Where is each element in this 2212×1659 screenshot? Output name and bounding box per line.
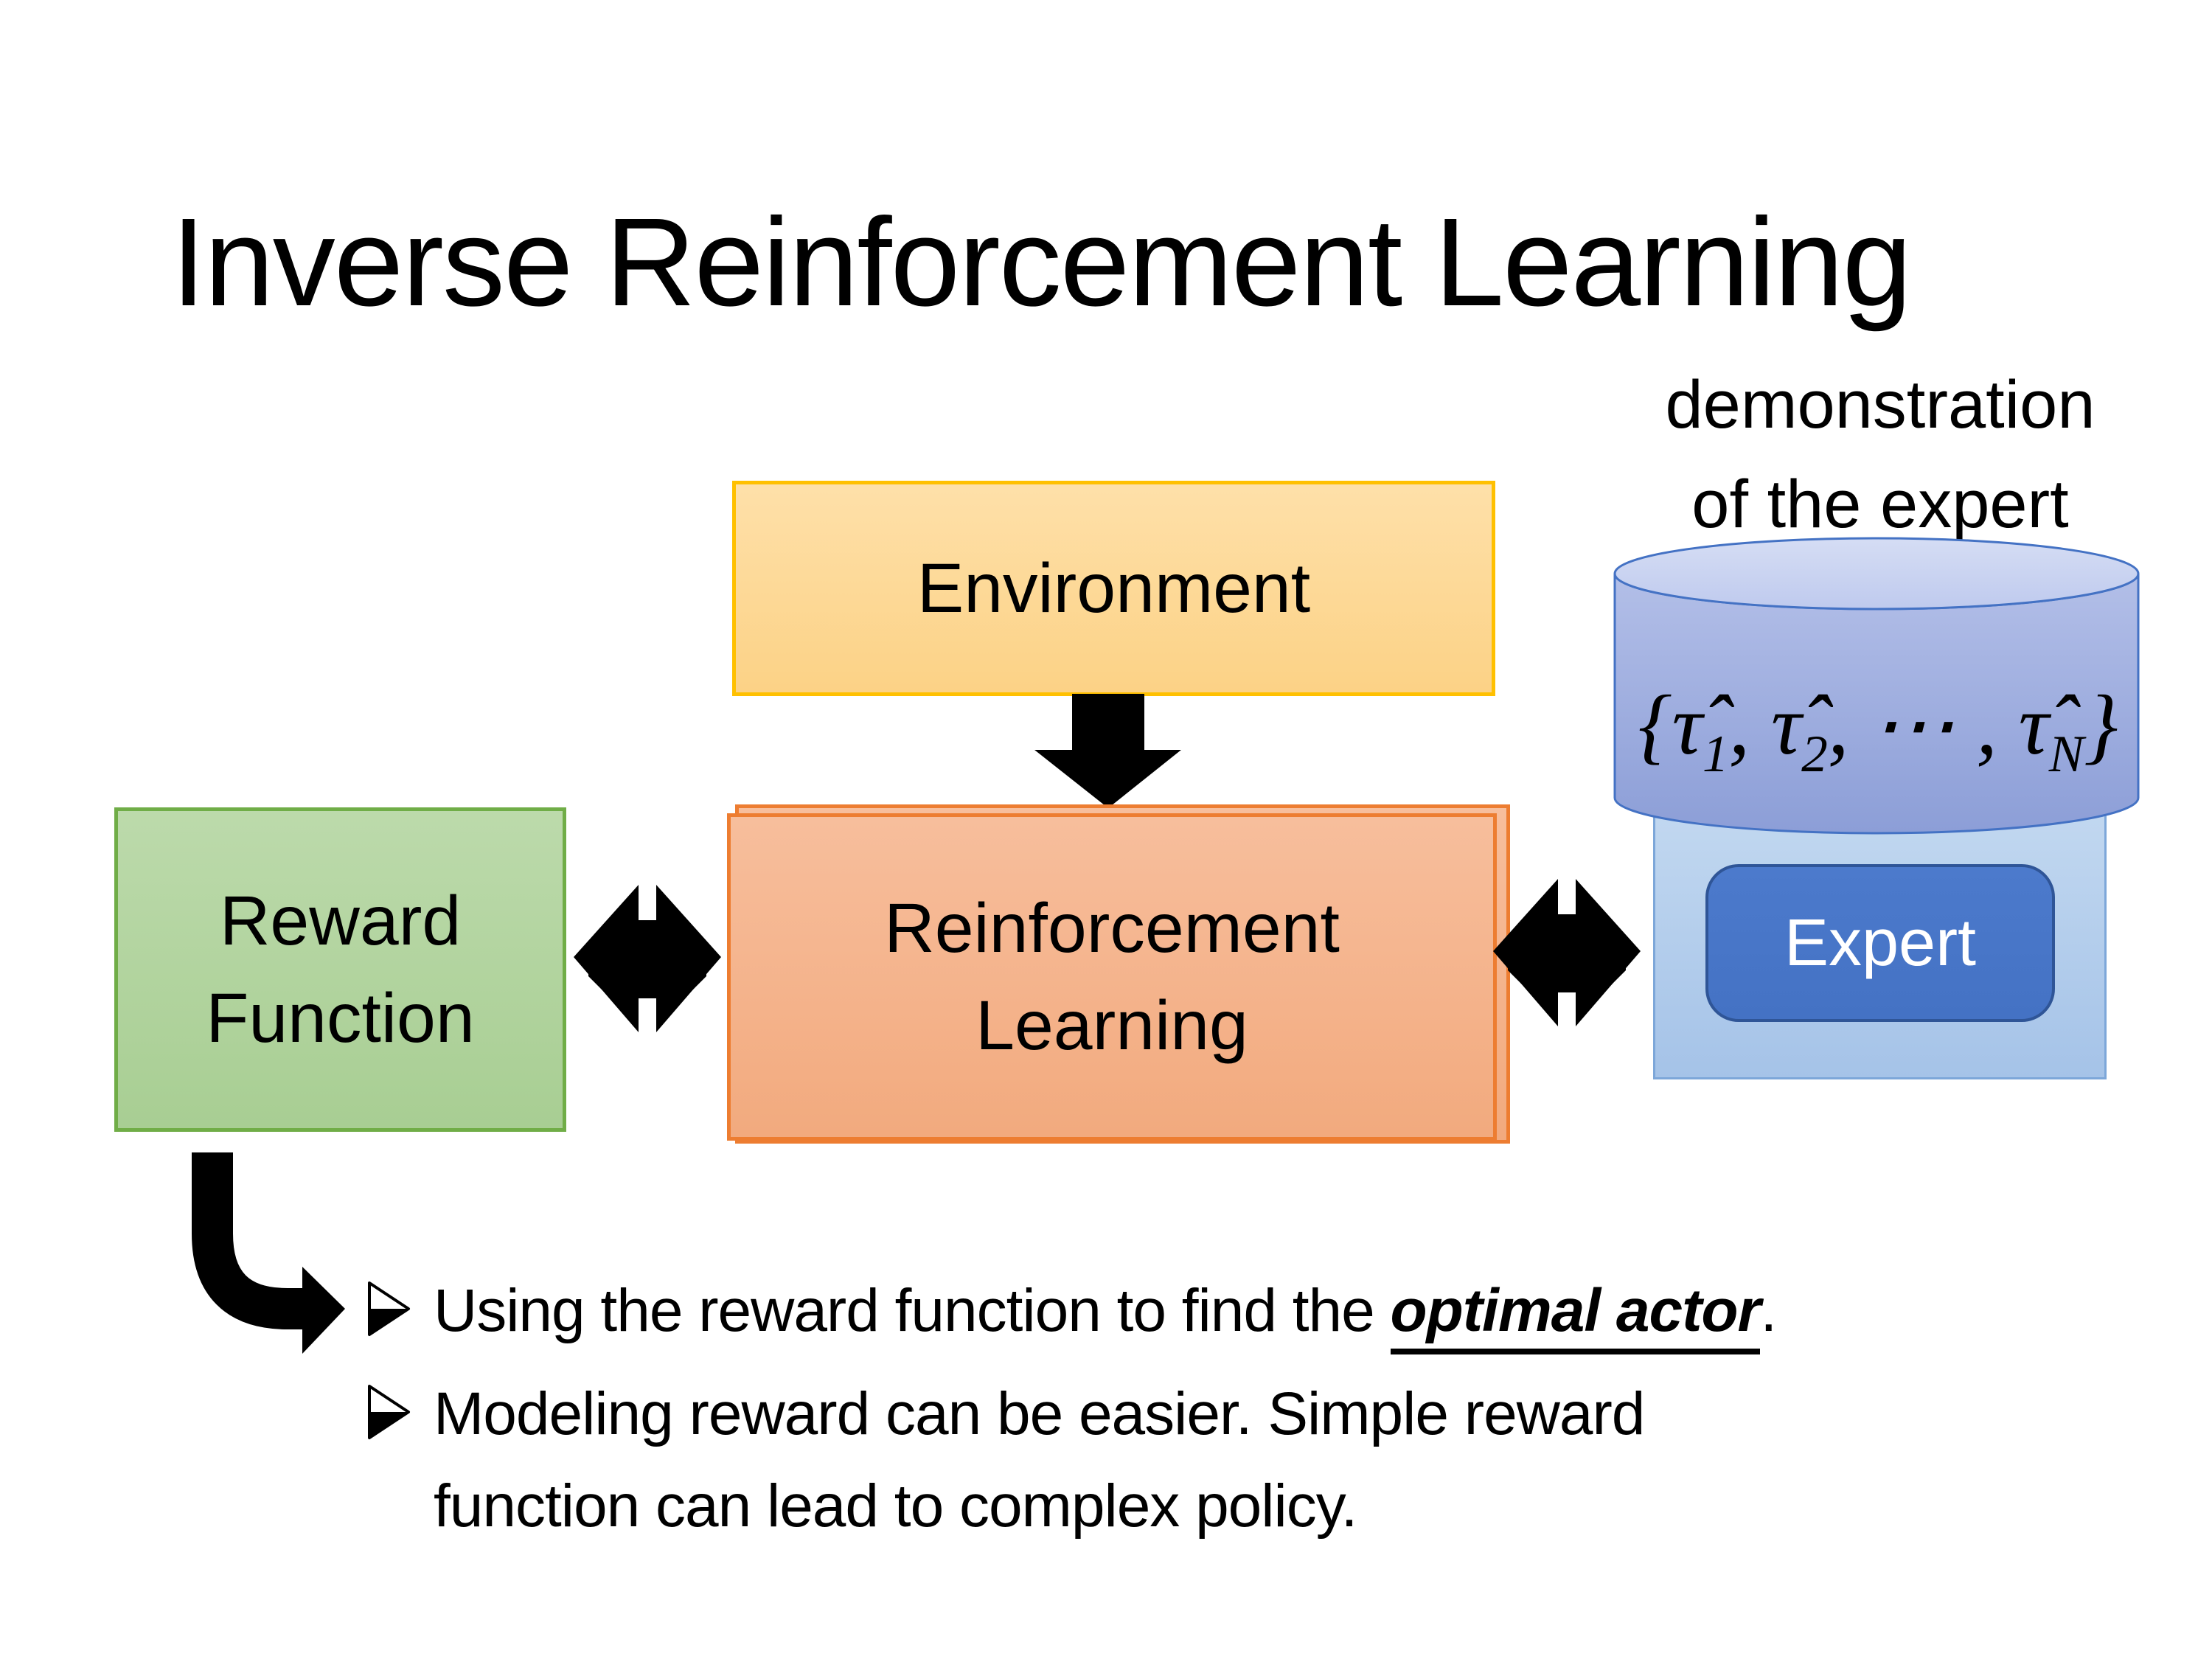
environment-box: Environment [732,481,1495,696]
demonstration-caption: demonstration of the expert [1622,355,2138,554]
formula-subN: N [2048,725,2084,783]
formula-tau1: τ̂ [1672,678,1703,772]
reinforcement-learning-box: Reinforcement Learning [727,813,1497,1141]
environment-label: Environment [917,549,1311,627]
down-arrow-icon [1034,694,1181,808]
formula-tau2: τ̂ [1771,678,1802,772]
arrowhead-bullet-icon [368,1385,410,1439]
bullet-item-optimal-actor: Using the reward function to find the op… [367,1265,2174,1357]
formula-sep1: , [1728,678,1771,772]
formula-sub1: 1 [1702,725,1729,783]
formula-open-brace: { [1638,678,1672,772]
bullet1-prefix: Using the reward function to find the [434,1277,1391,1344]
formula-tauN: τ̂ [2018,678,2049,772]
arrowhead-bullet-icon [368,1281,410,1336]
demonstration-caption-line1: demonstration [1665,367,2096,442]
bullet2-text: Modeling reward can be easier. Simple re… [434,1368,1645,1552]
reward-label: Reward Function [206,872,474,1067]
elbow-arrow-icon [192,1152,345,1354]
expert-button: Expert [1705,864,2055,1022]
formula-sub2: 2 [1801,725,1828,783]
expert-label: Expert [1784,905,1977,980]
slide-title: Inverse Reinforcement Learning [171,192,1912,333]
rl-label: Reinforcement Learning [884,880,1340,1074]
reward-label-line2: Function [206,979,475,1057]
demonstration-caption-line2: of the expert [1691,467,2069,542]
double-arrow-right-icon [1493,879,1641,1026]
bullet2-line1: Modeling reward can be easier. Simple re… [434,1380,1645,1447]
bullet1-suffix: . [1760,1277,1777,1344]
double-arrow-left-icon [574,885,721,1032]
bullet1-text: Using the reward function to find the op… [434,1265,1777,1357]
trajectory-set-formula: {τ̂1, τ̂2, ⋯ , τ̂N} [1612,675,2144,785]
bullet1-emphasis: optimal actor [1390,1277,1761,1354]
bullet-item-modeling-reward: Modeling reward can be easier. Simple re… [367,1368,2174,1552]
reward-function-box: Reward Function [114,807,566,1132]
rl-label-line1: Reinforcement [884,889,1340,967]
database-cylinder-icon [1613,537,2140,835]
rl-label-line2: Learning [975,987,1248,1065]
formula-sep2: , ⋯ , [1827,678,2019,772]
formula-close-brace: } [2084,678,2118,772]
reward-label-line1: Reward [219,882,462,960]
bullet2-line2: function can lead to complex policy. [434,1472,1357,1540]
